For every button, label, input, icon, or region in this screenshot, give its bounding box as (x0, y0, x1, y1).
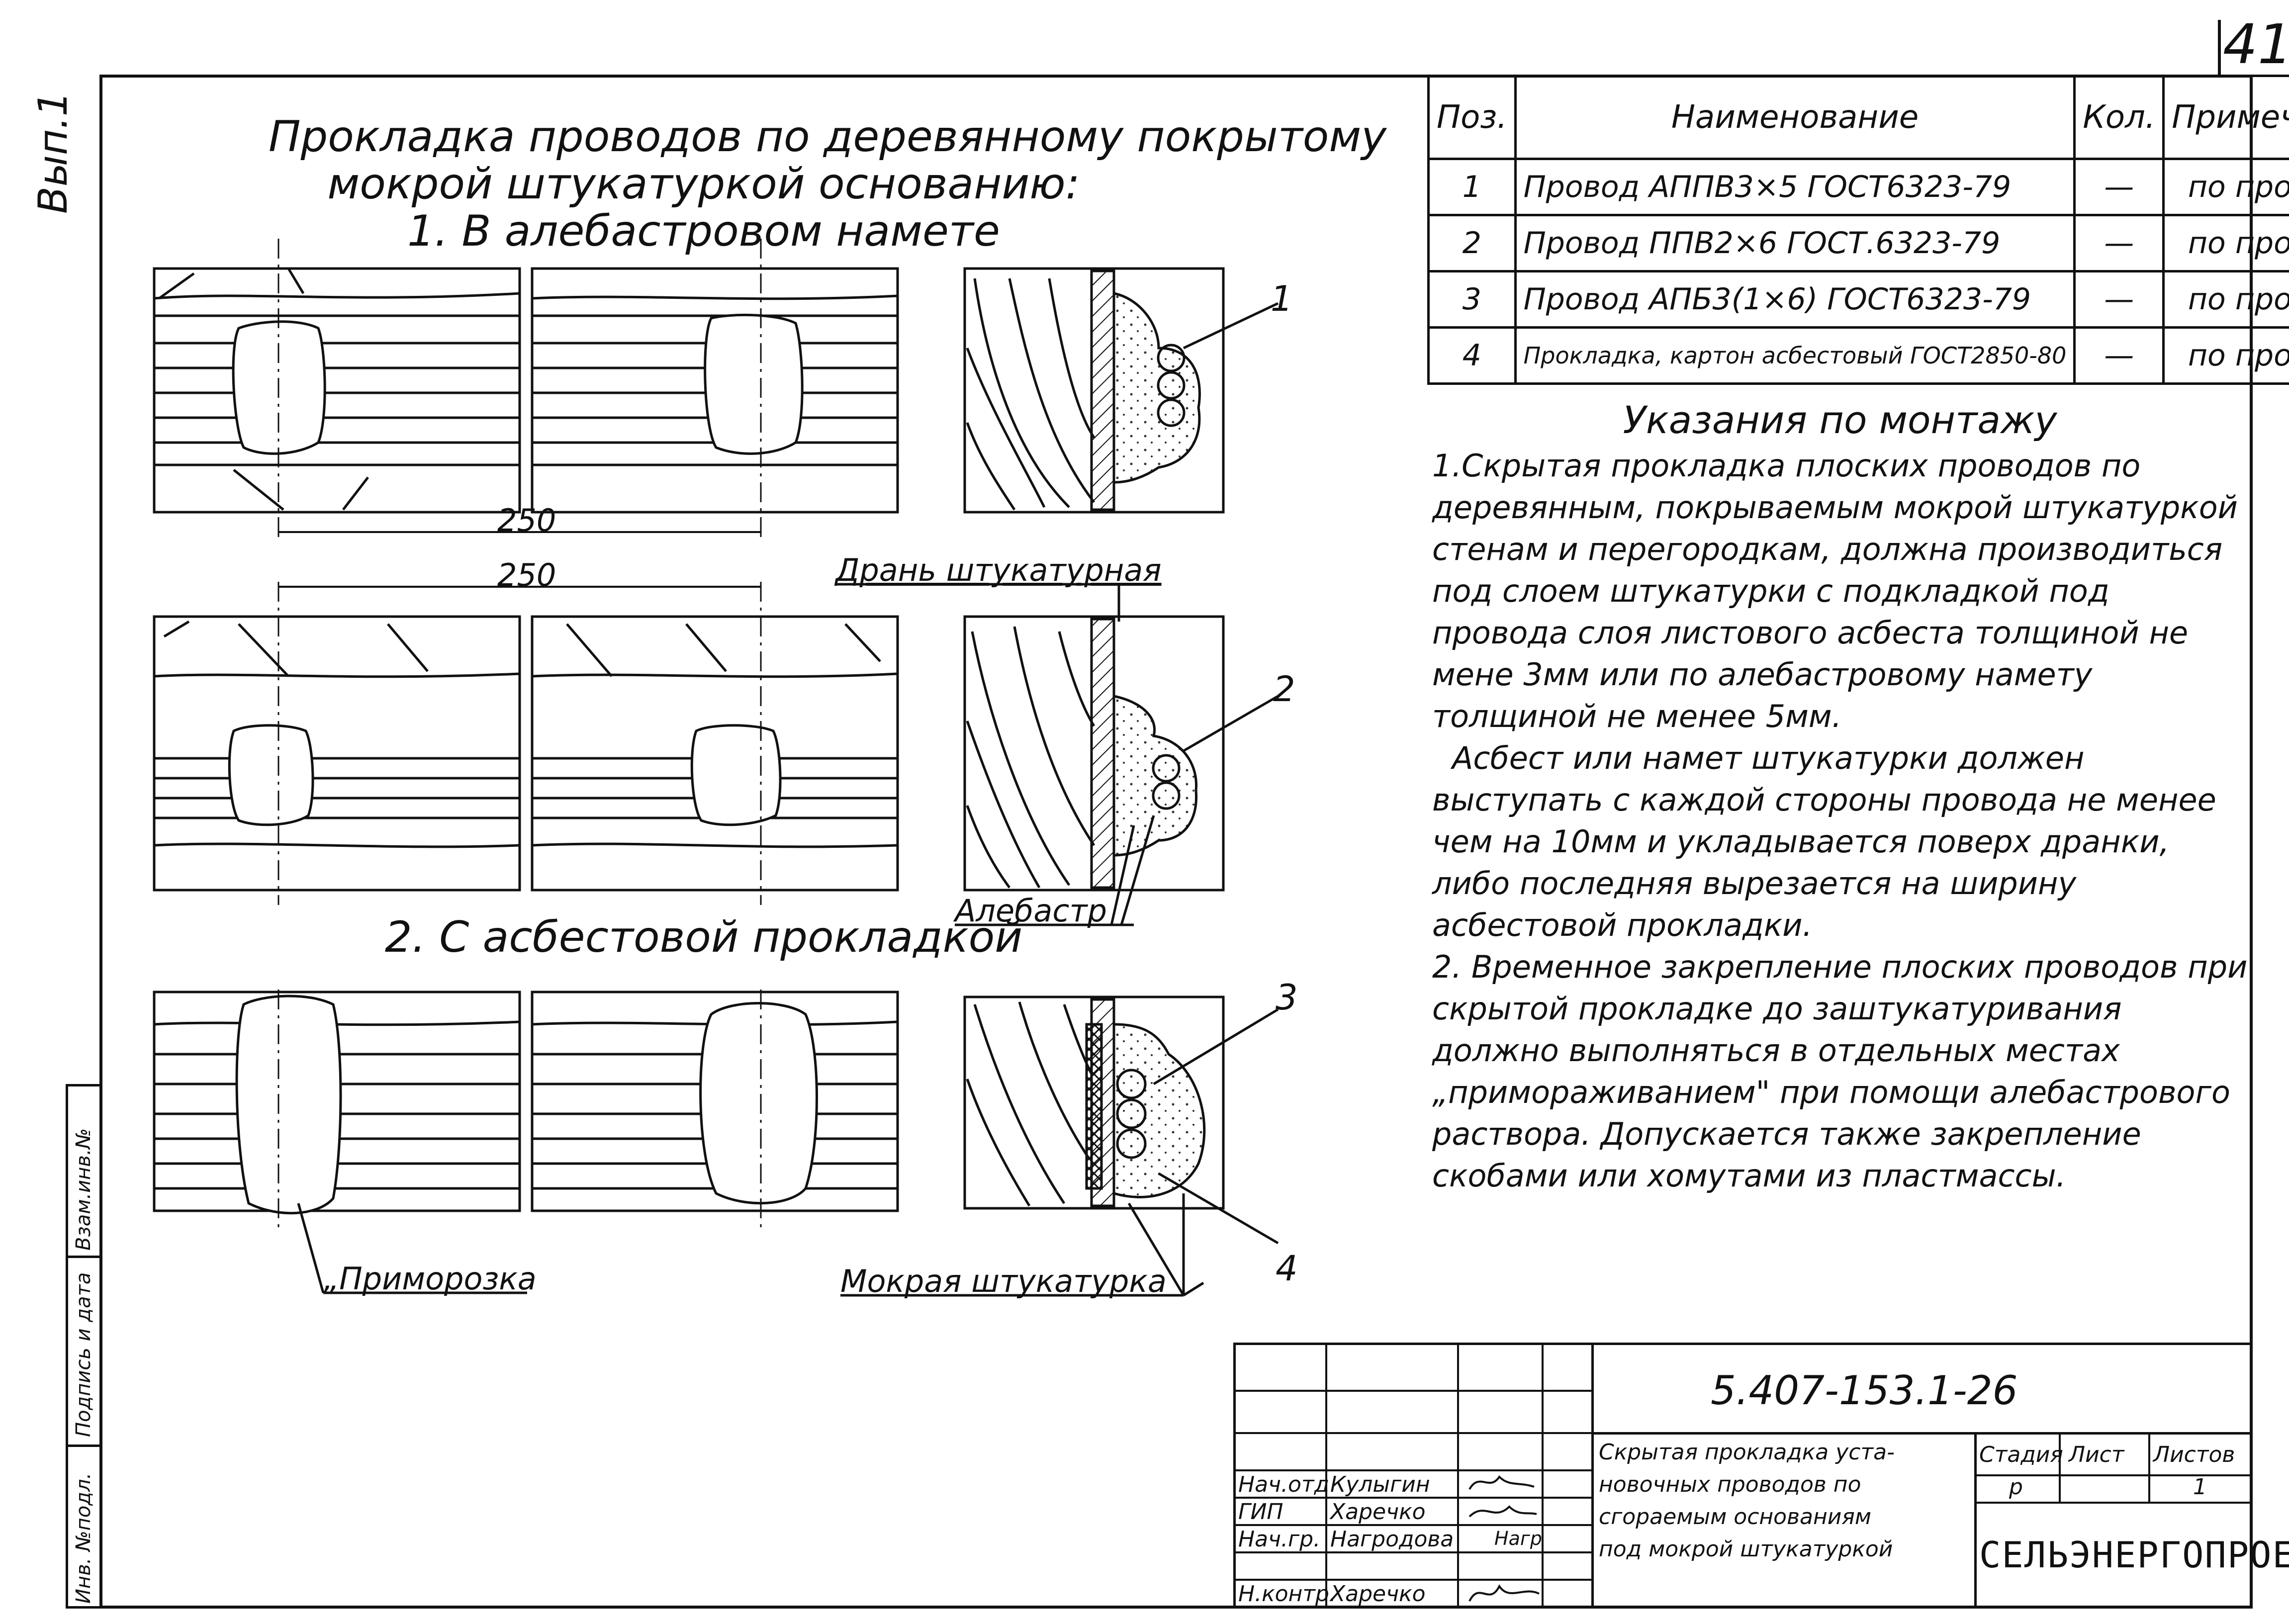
row3-section (297, 995, 1279, 1297)
table-row: 3 Провод АПБ3(1×6) ГОСТ6323-79 — по прое… (1427, 270, 2289, 329)
spec-cell-note: по проекту (2162, 270, 2289, 329)
spec-cell-note: по проекту (2162, 158, 2289, 216)
notes-paragraph-3: 2. Временное закрепление плоских проводо… (1432, 949, 2248, 1194)
dimension-250-middle: 250 (497, 557, 556, 593)
table-row: 1 Провод АППВ3×5 ГОСТ6323-79 — по проект… (1427, 158, 2289, 216)
tb-signature-note: Нагр (1494, 1528, 1542, 1549)
spec-table: Поз. Наименование Кол. Примечание 1 Пров… (1427, 75, 2289, 385)
tb-description-2: новочных проводов по (1599, 1472, 1861, 1497)
tb-stage-header: Стадия (1979, 1442, 2063, 1467)
spec-cell-note: по проекту (2162, 326, 2289, 385)
spec-cell-qty: — (2073, 214, 2165, 272)
drawing-frame (99, 75, 2253, 1609)
callout-num-2: 2 (1273, 669, 1295, 710)
left-stamp: Инв. №подл. Подпись и дата Взам.инв.№ (66, 1084, 99, 1609)
label-dran: Дрань штукатурная (835, 552, 1162, 588)
tb-description-3: сгораемым основаниям (1599, 1504, 1872, 1530)
spec-col-pos: Поз. (1427, 75, 1517, 160)
callout-num-4: 4 (1276, 1248, 1298, 1289)
label-alebastr: Алебастр (955, 893, 1107, 929)
tb-role-1: Нач.отд (1238, 1472, 1330, 1497)
notes-paragraph-2: Асбест или намет штукатурки должен высту… (1432, 740, 2216, 943)
spec-cell-qty: — (2073, 326, 2165, 385)
tb-name-3: Нагродова (1330, 1527, 1454, 1552)
spec-col-note: Примечание (2162, 75, 2289, 160)
tb-description-4: под мокрой штукатуркой (1599, 1536, 1893, 1562)
label-primorozka: „Приморозка (323, 1261, 537, 1297)
callout-num-3: 3 (1276, 977, 1298, 1018)
signatures (1468, 1475, 1540, 1602)
row1-panel-right (531, 267, 899, 514)
page-number: 41 (2223, 12, 2289, 76)
label-mokraya: Мокрая штукатурка (840, 1263, 1167, 1299)
tb-role-4: Н.контр. (1238, 1581, 1336, 1607)
spec-cell-note: по проекту (2162, 214, 2289, 272)
spec-cell-pos: 4 (1427, 326, 1517, 385)
spec-cell-qty: — (2073, 158, 2165, 216)
row1-section (963, 267, 1279, 514)
tb-stage-value: р (2009, 1474, 2023, 1500)
notes-title: Указания по монтажу (1623, 398, 2057, 442)
tb-sheets-value: 1 (2193, 1474, 2207, 1500)
tb-sheets-header: Листов (2153, 1442, 2235, 1467)
spec-cell-name: Провод АПБ3(1×6) ГОСТ6323-79 (1514, 270, 2076, 329)
spec-col-qty: Кол. (2073, 75, 2165, 160)
title-block: 5.407-153.1-26 Скрытая прокладка уста- н… (1233, 1343, 2289, 1609)
row2-panel-left (153, 615, 521, 892)
spec-cell-name: Провод АППВ3×5 ГОСТ6323-79 (1514, 158, 2076, 216)
document-code: 5.407-153.1-26 (1711, 1367, 2018, 1414)
spec-cell-name: Прокладка, картон асбестовый ГОСТ2850-80 (1514, 326, 2076, 385)
table-row: 4 Прокладка, картон асбестовый ГОСТ2850-… (1427, 326, 2289, 385)
row3-panel-right (531, 991, 899, 1212)
row3-panel-left (153, 991, 521, 1215)
page-title-line2: мокрой штукатуркой основанию: (327, 159, 1080, 209)
tb-role-3: Нач.гр. (1238, 1527, 1321, 1552)
spec-cell-pos: 3 (1427, 270, 1517, 329)
row2-panel-right (531, 615, 899, 892)
notes-paragraph-1: 1.Скрытая прокладка плоских проводов по … (1432, 448, 2238, 734)
tb-sheet-header: Лист (2069, 1442, 2124, 1467)
section2-title: 2. С асбестовой прокладкой (384, 912, 1023, 962)
organization-name: СЕЛЬЭНЕРГОПРОЕКТ (1979, 1534, 2289, 1576)
row1-panel-left (153, 267, 521, 514)
dimension-250-top: 250 (497, 502, 556, 539)
tb-role-2: ГИП (1238, 1499, 1283, 1525)
spec-cell-pos: 2 (1427, 214, 1517, 272)
page-number-bar (2218, 20, 2221, 75)
table-row: 2 Провод ППВ2×6 ГОСТ.6323-79 — по проект… (1427, 214, 2289, 272)
tb-description-1: Скрытая прокладка уста- (1599, 1440, 1895, 1465)
spec-cell-qty: — (2073, 270, 2165, 329)
spec-cell-name: Провод ППВ2×6 ГОСТ.6323-79 (1514, 214, 2076, 272)
row2-section (835, 583, 1279, 926)
tb-name-4: Харечко (1330, 1581, 1426, 1607)
tb-name-2: Харечко (1330, 1499, 1426, 1525)
spec-col-name: Наименование (1514, 75, 2076, 160)
spec-cell-pos: 1 (1427, 158, 1517, 216)
spec-table-header: Поз. Наименование Кол. Примечание (1427, 75, 2289, 160)
notes-body: 1.Скрытая прокладка плоских проводов по … (1432, 445, 2248, 1197)
section1-title: 1. В алебастровом намете (407, 206, 1000, 256)
callout-num-1: 1 (1271, 278, 1293, 319)
tb-name-1: Кулыгин (1330, 1472, 1430, 1497)
